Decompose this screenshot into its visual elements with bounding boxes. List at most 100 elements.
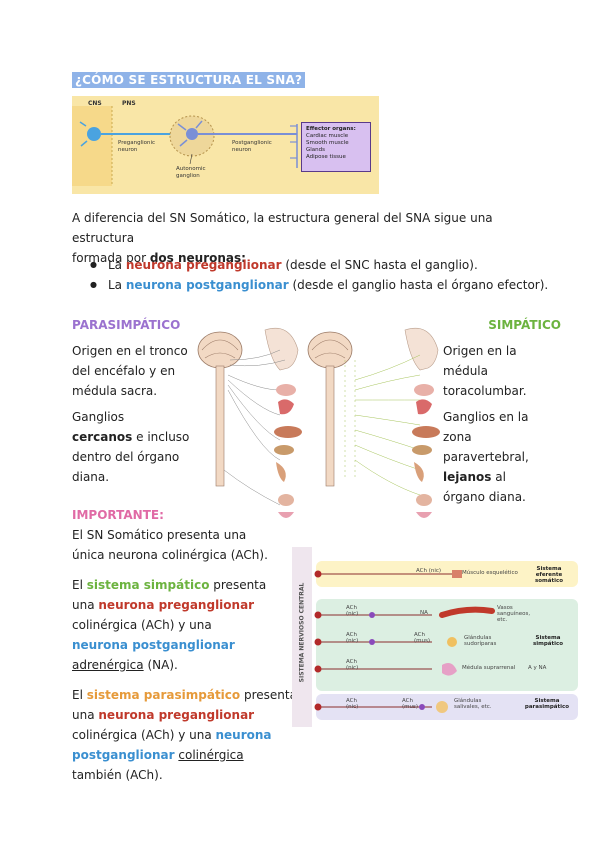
row3-nt: ACh (mus) [414,632,431,644]
autonomic-ganglion-icon [169,115,215,157]
postganglionic-label: Postganglionic neuron [232,140,272,153]
postganglionic-label-line2: neuron [232,146,252,153]
simp-origin-l2: médula [443,364,488,378]
simp-origin-l3: toracolumbar. [443,384,527,398]
simp-note-system: sistema simpático [86,578,210,592]
para-origin-l3: médula sacra. [72,384,158,398]
preganglionic-label-line1: Preganglionic [118,140,156,146]
neurotransmitter-svg [292,547,578,727]
blood-vessel-icon [439,606,495,618]
para-note-una: una [72,708,99,722]
preganglionic-neuron-icon [79,121,180,147]
ganglion-label-line2: ganglion [176,172,200,179]
ganglion-dots [369,612,425,710]
bullet1-highlight: neurona preganglionar [125,258,282,272]
bullet2-highlight: neurona postganglionar [125,278,289,292]
sweat-gland-icon [447,637,457,647]
bullet-postganglionar: La neurona postganglionar (desde el gang… [90,275,560,295]
parasympathetic-system-label: Sistema parasimpático [524,698,570,710]
para-note-system: sistema parasimpático [86,688,241,702]
para-origin-l1: Origen en el tronco [72,344,188,358]
para-note-post: postganglionar [72,748,175,762]
effector-title: Effector organs: [306,126,356,132]
parasimpatico-heading: PARASIMPÁTICO [72,318,181,332]
row1-system: Sistema eferente somático [534,566,564,584]
simp-note-adrenergica: adrenérgica [72,658,144,672]
preganglionic-label: Preganglionic neuron [118,140,155,153]
para-ganglia-l3: dentro del órgano [72,450,180,464]
parasimpatico-column: PARASIMPÁTICO Origen en el tronco del en… [72,315,202,487]
simp-note-a: El [72,578,87,592]
somatico-l2: única neurona colinérgica (ACh). [72,548,268,562]
simp-note-post: neurona postganglionar [72,638,235,652]
row2-target: Vasos sanguíneos, etc. [497,605,531,623]
simpatico-note: El sistema simpático presenta una neuron… [72,575,297,675]
simp-ganglia-l3: paravertebral, [443,450,529,464]
para-note-l3: colinérgica (ACh) y una [72,728,216,742]
simpatico-heading: SIMPÁTICO [488,318,561,332]
brain-right-icon [307,331,353,487]
simp-note-na: (NA). [143,658,178,672]
para-ganglia-l2: e incluso [132,430,190,444]
simp-ganglia: Ganglios en la zona paravertebral, lejan… [443,407,583,507]
salivary-gland-icon [436,701,448,713]
cns-side-label: SISTEMA NERVIOSO CENTRAL [295,581,309,691]
organs-left [274,384,302,518]
neuron-chain-diagram: CNS PNS Preganglionic neuron Auto [72,96,379,194]
parasympathetic-nerves [223,349,286,506]
adrenal-icon [442,663,457,676]
simp-note-c: presenta [209,578,267,592]
cns-side-text: SISTEMA NERVIOSO CENTRAL [298,582,306,683]
effector-item: Smooth muscle [306,140,349,146]
postganglionic-label-line1: Postganglionic [232,140,272,146]
preganglionic-label-line2: neuron [118,146,138,153]
head-right-icon [404,327,439,371]
para-note-a: El [72,688,87,702]
effector-organs-box: Effector organs: Cardiac muscle Smooth m… [301,122,371,172]
bullet-preganglionar: La neurona preganglionar (desde el SNC h… [90,255,560,275]
section-title: ¿CÓMO SE ESTRUCTURA EL SNA? [72,72,306,88]
simp-ganglia-l1: Ganglios en la [443,410,529,424]
sympathetic-system-label: Sistema simpático [532,635,564,647]
neuron-chain-svg [72,106,298,186]
simp-note-l3: colinérgica (ACh) y una [72,618,212,632]
para-note-colinergica: colinérgica [178,748,244,762]
simp-note-pre: neurona preganglionar [98,598,255,612]
intro-line1: A diferencia del SN Somático, la estruct… [72,211,493,245]
para-note-neurona: neurona [215,728,272,742]
para-origin-l2: del encéfalo y en [72,364,176,378]
bullet1-post: (desde el SNC hasta el ganglio). [281,258,478,272]
para-note-tail: también (ACh). [72,768,163,782]
row1-nt: ACh (nic) [416,568,442,574]
effector-item: Adipose tissue [306,154,346,160]
simp-note-una: una [72,598,99,612]
simp-ganglia-l4: al [491,470,506,484]
sympathetic-nerves [354,354,421,496]
row4-target: Médula suprarrenal [462,665,516,671]
simp-ganglia-l5: órgano diana. [443,490,526,504]
somatico-l1: El SN Somático presenta una [72,528,247,542]
head-left-icon [264,327,299,371]
row5-target: Glándulas salivales, etc. [454,698,492,710]
importante-section: IMPORTANTE: El SN Somático presenta una … [72,505,297,785]
para-ganglia: Ganglios cercanos e incluso dentro del ó… [72,407,202,487]
importante-heading: IMPORTANTE: [72,508,164,522]
simp-origin-l1: Origen en la [443,344,517,358]
brain-left-icon [197,331,243,487]
ach-nic-1: ACh (nic) [346,605,359,617]
simp-origin: Origen en la médula toracolumbar. [443,341,583,401]
band-sympathetic [316,599,578,691]
cns-label: CNS [88,100,102,107]
ganglion-label: Autonomic ganglion [176,166,206,179]
parasimpatico-note: El sistema parasimpático presenta una ne… [72,685,297,785]
row5-nt: ACh (mus) [402,698,419,710]
para-ganglia-bold: cercanos [72,430,133,444]
autonomic-systems-illustration [197,327,440,518]
sympathetic-chain [344,360,356,480]
row2-nt: NA [420,610,428,616]
bullet1-pre: La [108,258,126,272]
para-note-pre: neurona preganglionar [98,708,255,722]
neurotransmitter-diagram: SISTEMA NERVIOSO CENTRAL ACh (nic) Múscu… [292,547,578,727]
simpatico-column: SIMPÁTICO Origen en la médula toracolumb… [443,315,583,507]
somatico-note: El SN Somático presenta una única neuron… [72,525,297,565]
